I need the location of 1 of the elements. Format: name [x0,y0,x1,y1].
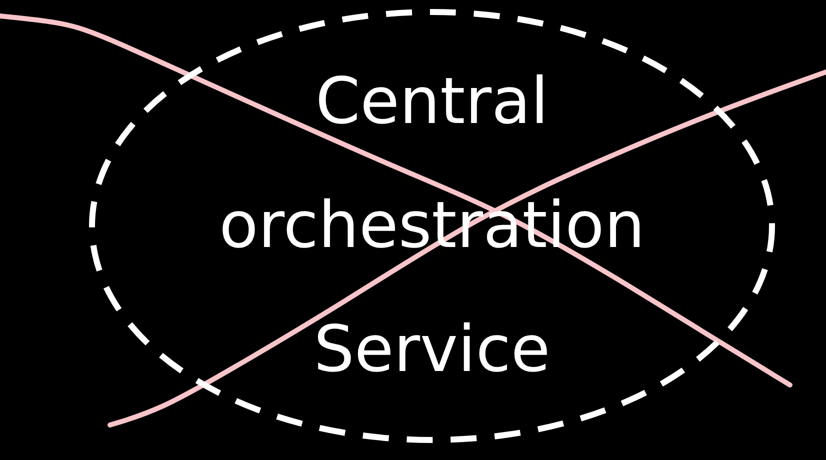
dashed-ellipse-node [88,8,776,444]
